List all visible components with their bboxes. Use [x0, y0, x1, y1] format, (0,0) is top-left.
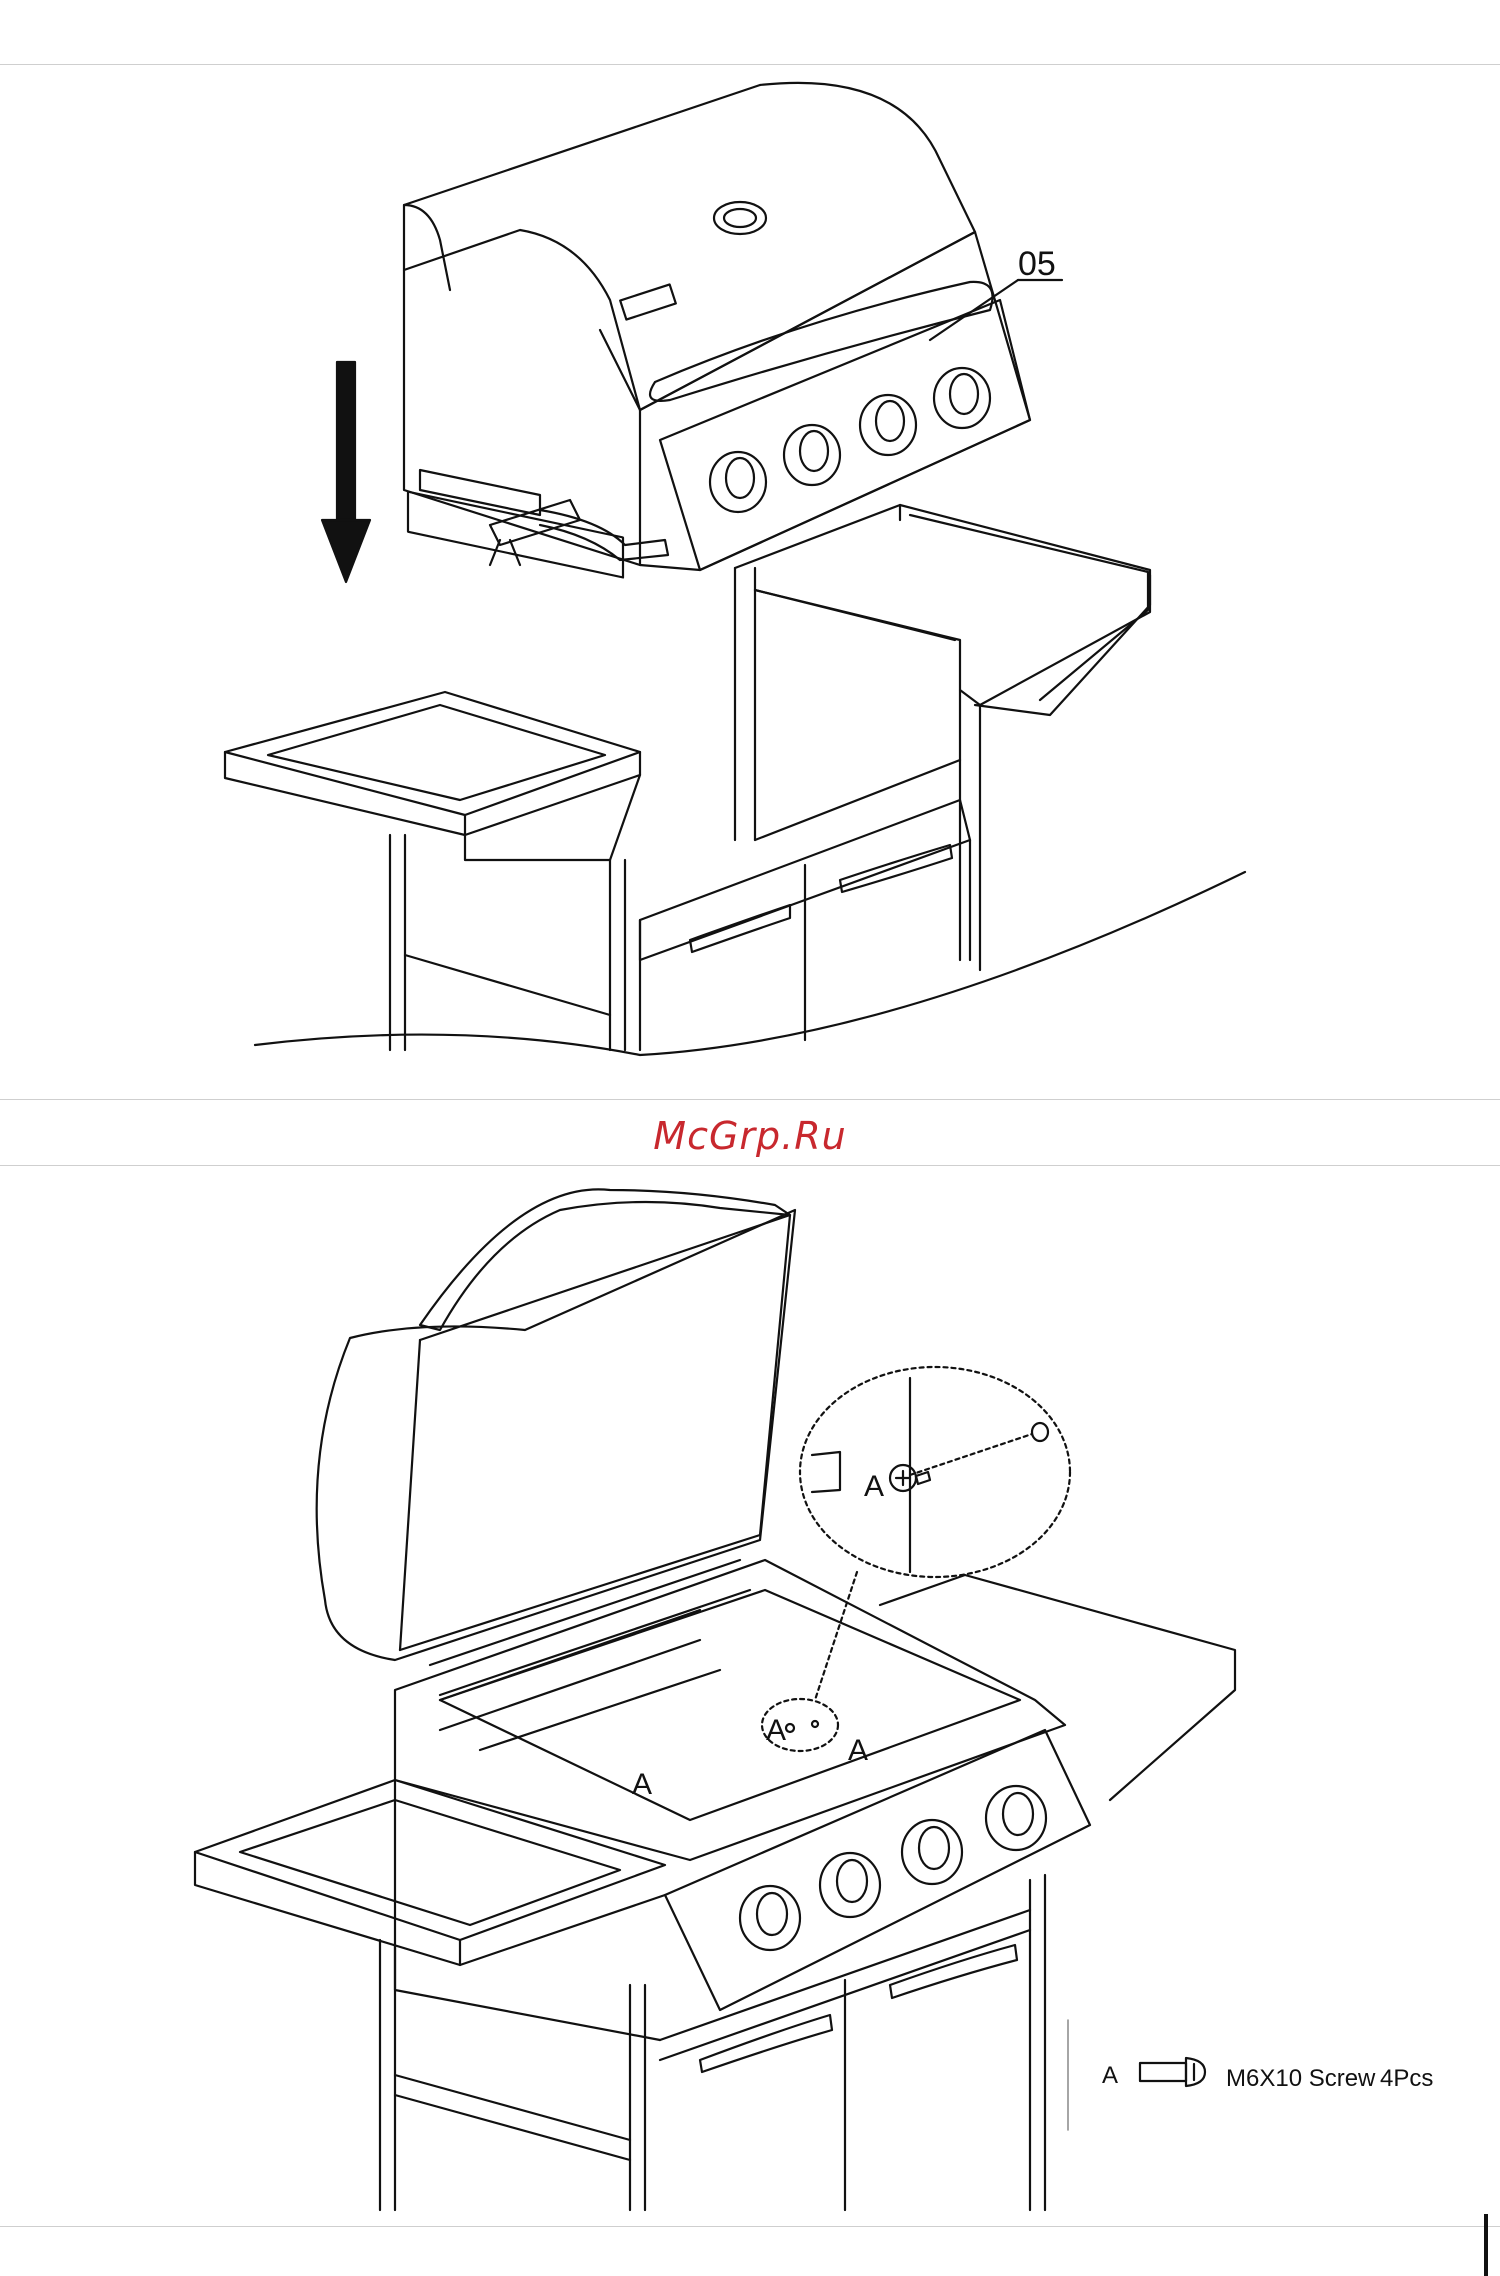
screw-label-a2: A	[632, 1768, 652, 1801]
lid-handle	[650, 282, 993, 401]
screw-label-a1: A	[766, 1714, 786, 1747]
grill-head-top	[404, 83, 1030, 578]
open-lid	[317, 1210, 795, 1660]
side-shelf-right	[910, 515, 1148, 700]
ground-line	[255, 872, 1245, 1055]
legend-quantity: 4Pcs	[1380, 2065, 1433, 2092]
thermometer	[714, 202, 766, 234]
legend-letter: A	[1102, 2062, 1118, 2089]
badge	[620, 284, 676, 319]
down-arrow-icon	[322, 362, 370, 582]
legend-screw-icon	[1140, 2058, 1205, 2086]
screw-label-a3: A	[848, 1734, 868, 1767]
side-shelf-right-bottom	[880, 1575, 1235, 1800]
gas-manifold	[490, 500, 668, 560]
control-knobs-bottom	[740, 1786, 1046, 1950]
screw-label-callout: A	[864, 1470, 884, 1503]
lid-handle-arc	[420, 1189, 790, 1330]
grill-cart-top	[225, 505, 1245, 1055]
legend-description: M6X10 Screw	[1226, 2065, 1376, 2092]
grill-open-bottom	[195, 1189, 1235, 2210]
part-label-05: 05	[1018, 245, 1056, 283]
control-knobs	[710, 368, 990, 512]
